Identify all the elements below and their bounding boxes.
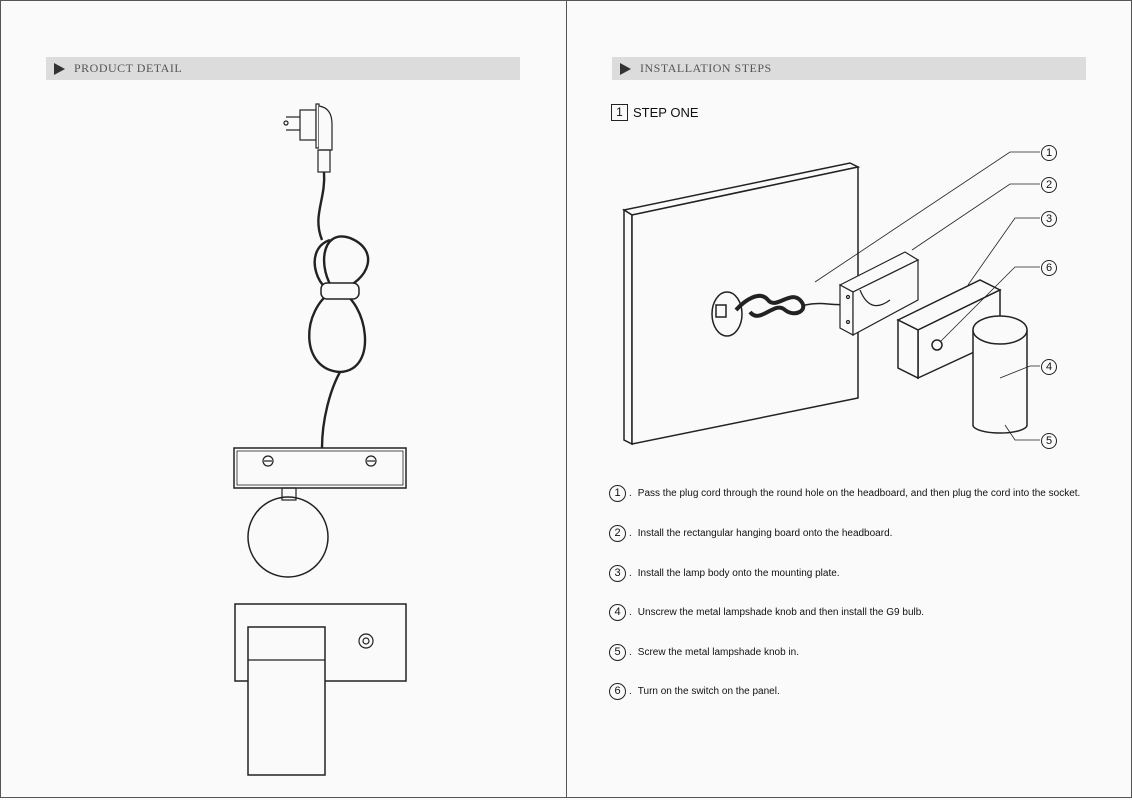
step-num: 3 (609, 565, 626, 582)
product-detail-header: PRODUCT DETAIL (46, 57, 520, 80)
header-title: PRODUCT DETAIL (74, 61, 183, 75)
step-text: Turn on the switch on the panel. (637, 686, 780, 697)
coiled-cord (308, 171, 370, 449)
headboard-panel (622, 162, 884, 446)
lamp-body (896, 279, 1028, 434)
step-number: 1 (611, 104, 628, 121)
step-num: 6 (609, 683, 626, 700)
callout-2: 2 (1041, 177, 1057, 193)
callout-4: 4 (1041, 359, 1057, 375)
step-item: 5.Screw the metal lampshade knob in. (609, 644, 799, 661)
step-num: 4 (609, 604, 626, 621)
step-num: 2 (609, 525, 626, 542)
callout-1: 1 (1041, 145, 1057, 161)
plug-illustration (283, 103, 333, 173)
step-label: STEP ONE (633, 105, 699, 120)
callout-5: 5 (1041, 433, 1057, 449)
step-text: Unscrew the metal lampshade knob and the… (637, 607, 925, 618)
header-title: INSTALLATION STEPS (640, 61, 772, 75)
step-item: 3.Install the lamp body onto the mountin… (609, 565, 840, 582)
triangle-icon (620, 62, 631, 75)
step-item: 2.Install the rectangular hanging board … (609, 525, 892, 542)
step-item: 1.Pass the plug cord through the round h… (609, 485, 1080, 502)
step-item: 6.Turn on the switch on the panel. (609, 683, 780, 700)
step-text: Install the lamp body onto the mounting … (637, 568, 840, 579)
step-title: 1 STEP ONE (611, 104, 699, 121)
mounting-bar (233, 447, 407, 578)
step-num: 5 (609, 644, 626, 661)
installation-steps-header: INSTALLATION STEPS (612, 57, 1086, 80)
step-text: Pass the plug cord through the round hol… (637, 488, 1081, 499)
leader-lines (814, 151, 1040, 441)
step-text: Screw the metal lampshade knob in. (637, 647, 799, 658)
triangle-icon (54, 62, 65, 75)
hanging-board (838, 251, 920, 337)
callout-6: 6 (1041, 260, 1057, 276)
step-num: 1 (609, 485, 626, 502)
lamp-front-view (234, 603, 407, 776)
callout-3: 3 (1041, 211, 1057, 227)
step-text: Install the rectangular hanging board on… (637, 528, 893, 539)
step-item: 4.Unscrew the metal lampshade knob and t… (609, 604, 924, 621)
